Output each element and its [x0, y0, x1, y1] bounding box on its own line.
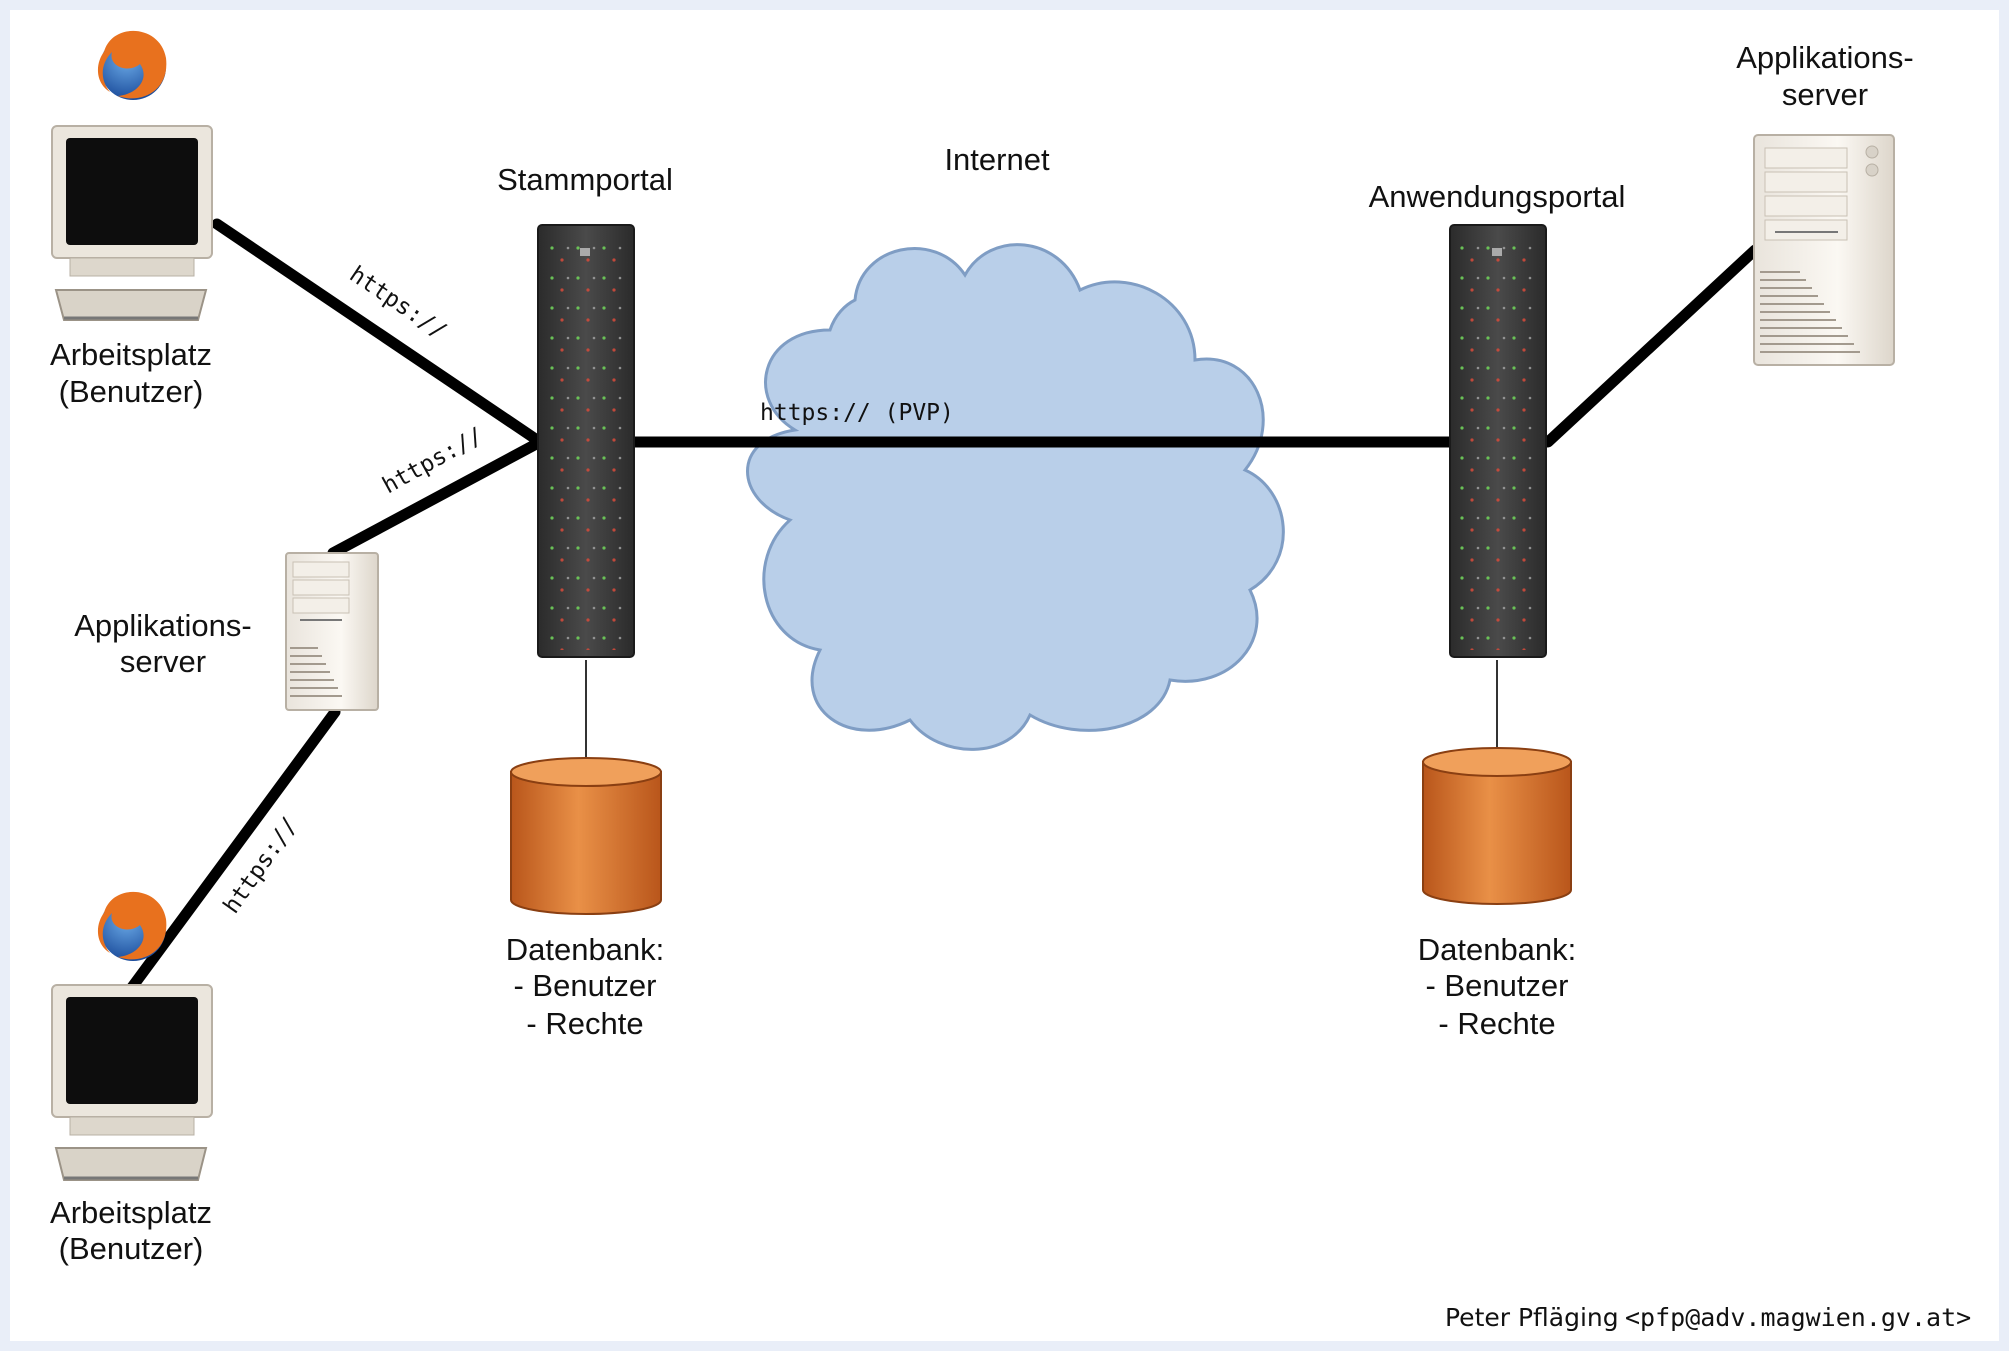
signature-email: <pfp@adv.magwien.gv.at> [1625, 1303, 1971, 1332]
conn-label-top-workstation: https:// [345, 261, 451, 345]
line-left-app-server [327, 436, 546, 559]
firefox-icon-top [97, 30, 167, 100]
anwendungsportal-rack-icon [1449, 224, 1547, 658]
conn-label-left-app-server: https:// [378, 423, 487, 499]
stammportal-rack-icon [537, 224, 635, 658]
line-top-workstation [211, 218, 546, 448]
workstation-bottom-monitor-icon [51, 984, 213, 1181]
signature-name: Peter Pfläging [1445, 1303, 1619, 1332]
app-server-right-tower-icon [1753, 134, 1895, 366]
database-left-icon [510, 757, 662, 915]
line-right-app-server [1542, 244, 1761, 448]
app-server-right-label-line2: server [1782, 77, 1868, 112]
stammportal-label: Stammportal [497, 162, 673, 197]
db-left-label-line1: Datenbank: [506, 932, 665, 967]
conn-label-bottom-workstation: https:// [219, 813, 304, 919]
anwendungsportal-label: Anwendungsportal [1369, 179, 1626, 214]
conn-label-portal-link: https:// (PVP) [760, 400, 954, 426]
workstation-top-label-line1: Arbeitsplatz [50, 337, 212, 372]
db-right-label-line1: Datenbank: [1418, 932, 1577, 967]
connection-lines [124, 218, 1761, 996]
db-left-label-line3: - Rechte [526, 1006, 643, 1041]
firefox-icon-bottom [97, 891, 167, 961]
line-bottom-workstation [124, 706, 341, 996]
db-left-label-line2: - Benutzer [513, 968, 656, 1003]
app-server-left-label-line2: server [120, 644, 206, 679]
app-server-left-tower-icon [285, 552, 379, 711]
app-server-right-label-line1: Applikations- [1736, 40, 1913, 75]
internet-label: Internet [944, 142, 1050, 177]
db-right-label-line2: - Benutzer [1425, 968, 1568, 1003]
workstation-bottom-label-line1: Arbeitsplatz [50, 1195, 212, 1230]
app-server-left-label-line1: Applikations- [74, 608, 251, 643]
cloud-icon [746, 243, 1285, 751]
workstation-top-monitor-icon [51, 125, 213, 321]
db-right-label-line3: - Rechte [1438, 1006, 1555, 1041]
workstation-bottom-label-line2: (Benutzer) [59, 1231, 204, 1266]
database-right-icon [1422, 747, 1572, 905]
workstation-top-label-line2: (Benutzer) [59, 374, 204, 409]
